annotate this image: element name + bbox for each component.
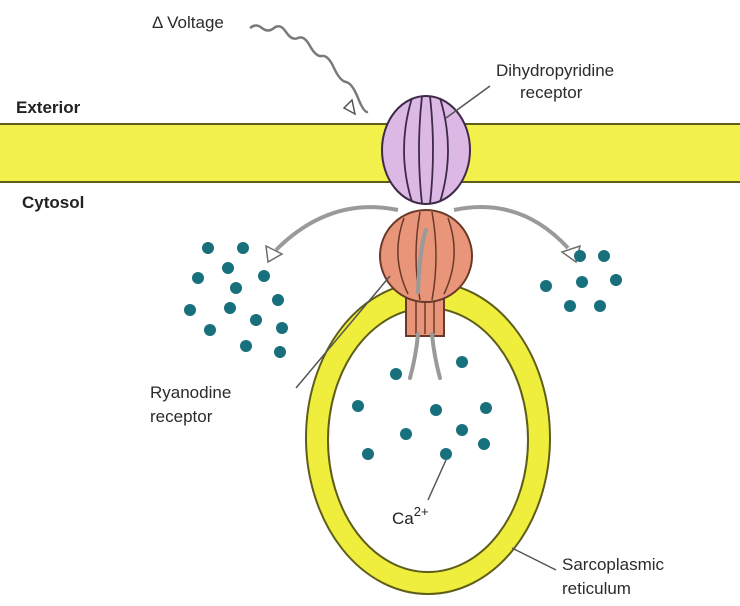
calcium-ion xyxy=(564,300,576,312)
exterior-label: Exterior xyxy=(16,98,81,117)
calcium-ion xyxy=(456,424,468,436)
dihydropyridine-receptor xyxy=(382,96,470,204)
calcium-ion xyxy=(594,300,606,312)
calcium-ion xyxy=(390,368,402,380)
calcium-ion xyxy=(237,242,249,254)
dhp-label-line2: receptor xyxy=(520,83,583,102)
calcium-ion xyxy=(240,340,252,352)
calcium-ion xyxy=(224,302,236,314)
calcium-ion xyxy=(202,242,214,254)
calcium-ion xyxy=(480,402,492,414)
cytosol-label: Cytosol xyxy=(22,193,84,212)
calcium-ion xyxy=(272,294,284,306)
ryr-label-line2: receptor xyxy=(150,407,213,426)
calcium-ion xyxy=(456,356,468,368)
calcium-ion xyxy=(274,346,286,358)
release-arrow-left xyxy=(266,207,398,262)
calcium-ion xyxy=(276,322,288,334)
calcium-ion xyxy=(574,250,586,262)
calcium-ion xyxy=(230,282,242,294)
calcium-ion xyxy=(192,272,204,284)
sarcoplasmic-reticulum-lumen xyxy=(328,308,528,572)
ryanodine-receptor xyxy=(380,210,472,302)
calcium-ion xyxy=(540,280,552,292)
calcium-charge: 2+ xyxy=(414,504,429,519)
calcium-ion xyxy=(610,274,622,286)
calcium-ion xyxy=(478,438,490,450)
calcium-ion xyxy=(598,250,610,262)
plasma-membrane xyxy=(0,124,740,182)
calcium-ion xyxy=(400,428,412,440)
calcium-ion xyxy=(222,262,234,274)
calcium-ion xyxy=(576,276,588,288)
calcium-ion xyxy=(184,304,196,316)
sr-label-line2: reticulum xyxy=(562,579,631,598)
voltage-label: Δ Voltage xyxy=(152,13,224,32)
voltage-arrow xyxy=(250,26,368,115)
calcium-ion xyxy=(258,270,270,282)
sr-leader-line xyxy=(512,548,556,570)
calcium-ions-cytosol-right xyxy=(540,250,622,312)
calcium-ion xyxy=(204,324,216,336)
dhp-leader-line xyxy=(446,86,490,118)
calcium-ion xyxy=(440,448,452,460)
calcium-ion xyxy=(352,400,364,412)
calcium-ion xyxy=(430,404,442,416)
calcium-ion xyxy=(250,314,262,326)
dhp-label-line1: Dihydropyridine xyxy=(496,61,614,80)
sr-label-line1: Sarcoplasmic xyxy=(562,555,665,574)
calcium-ion xyxy=(362,448,374,460)
ryr-label-line1: Ryanodine xyxy=(150,383,231,402)
